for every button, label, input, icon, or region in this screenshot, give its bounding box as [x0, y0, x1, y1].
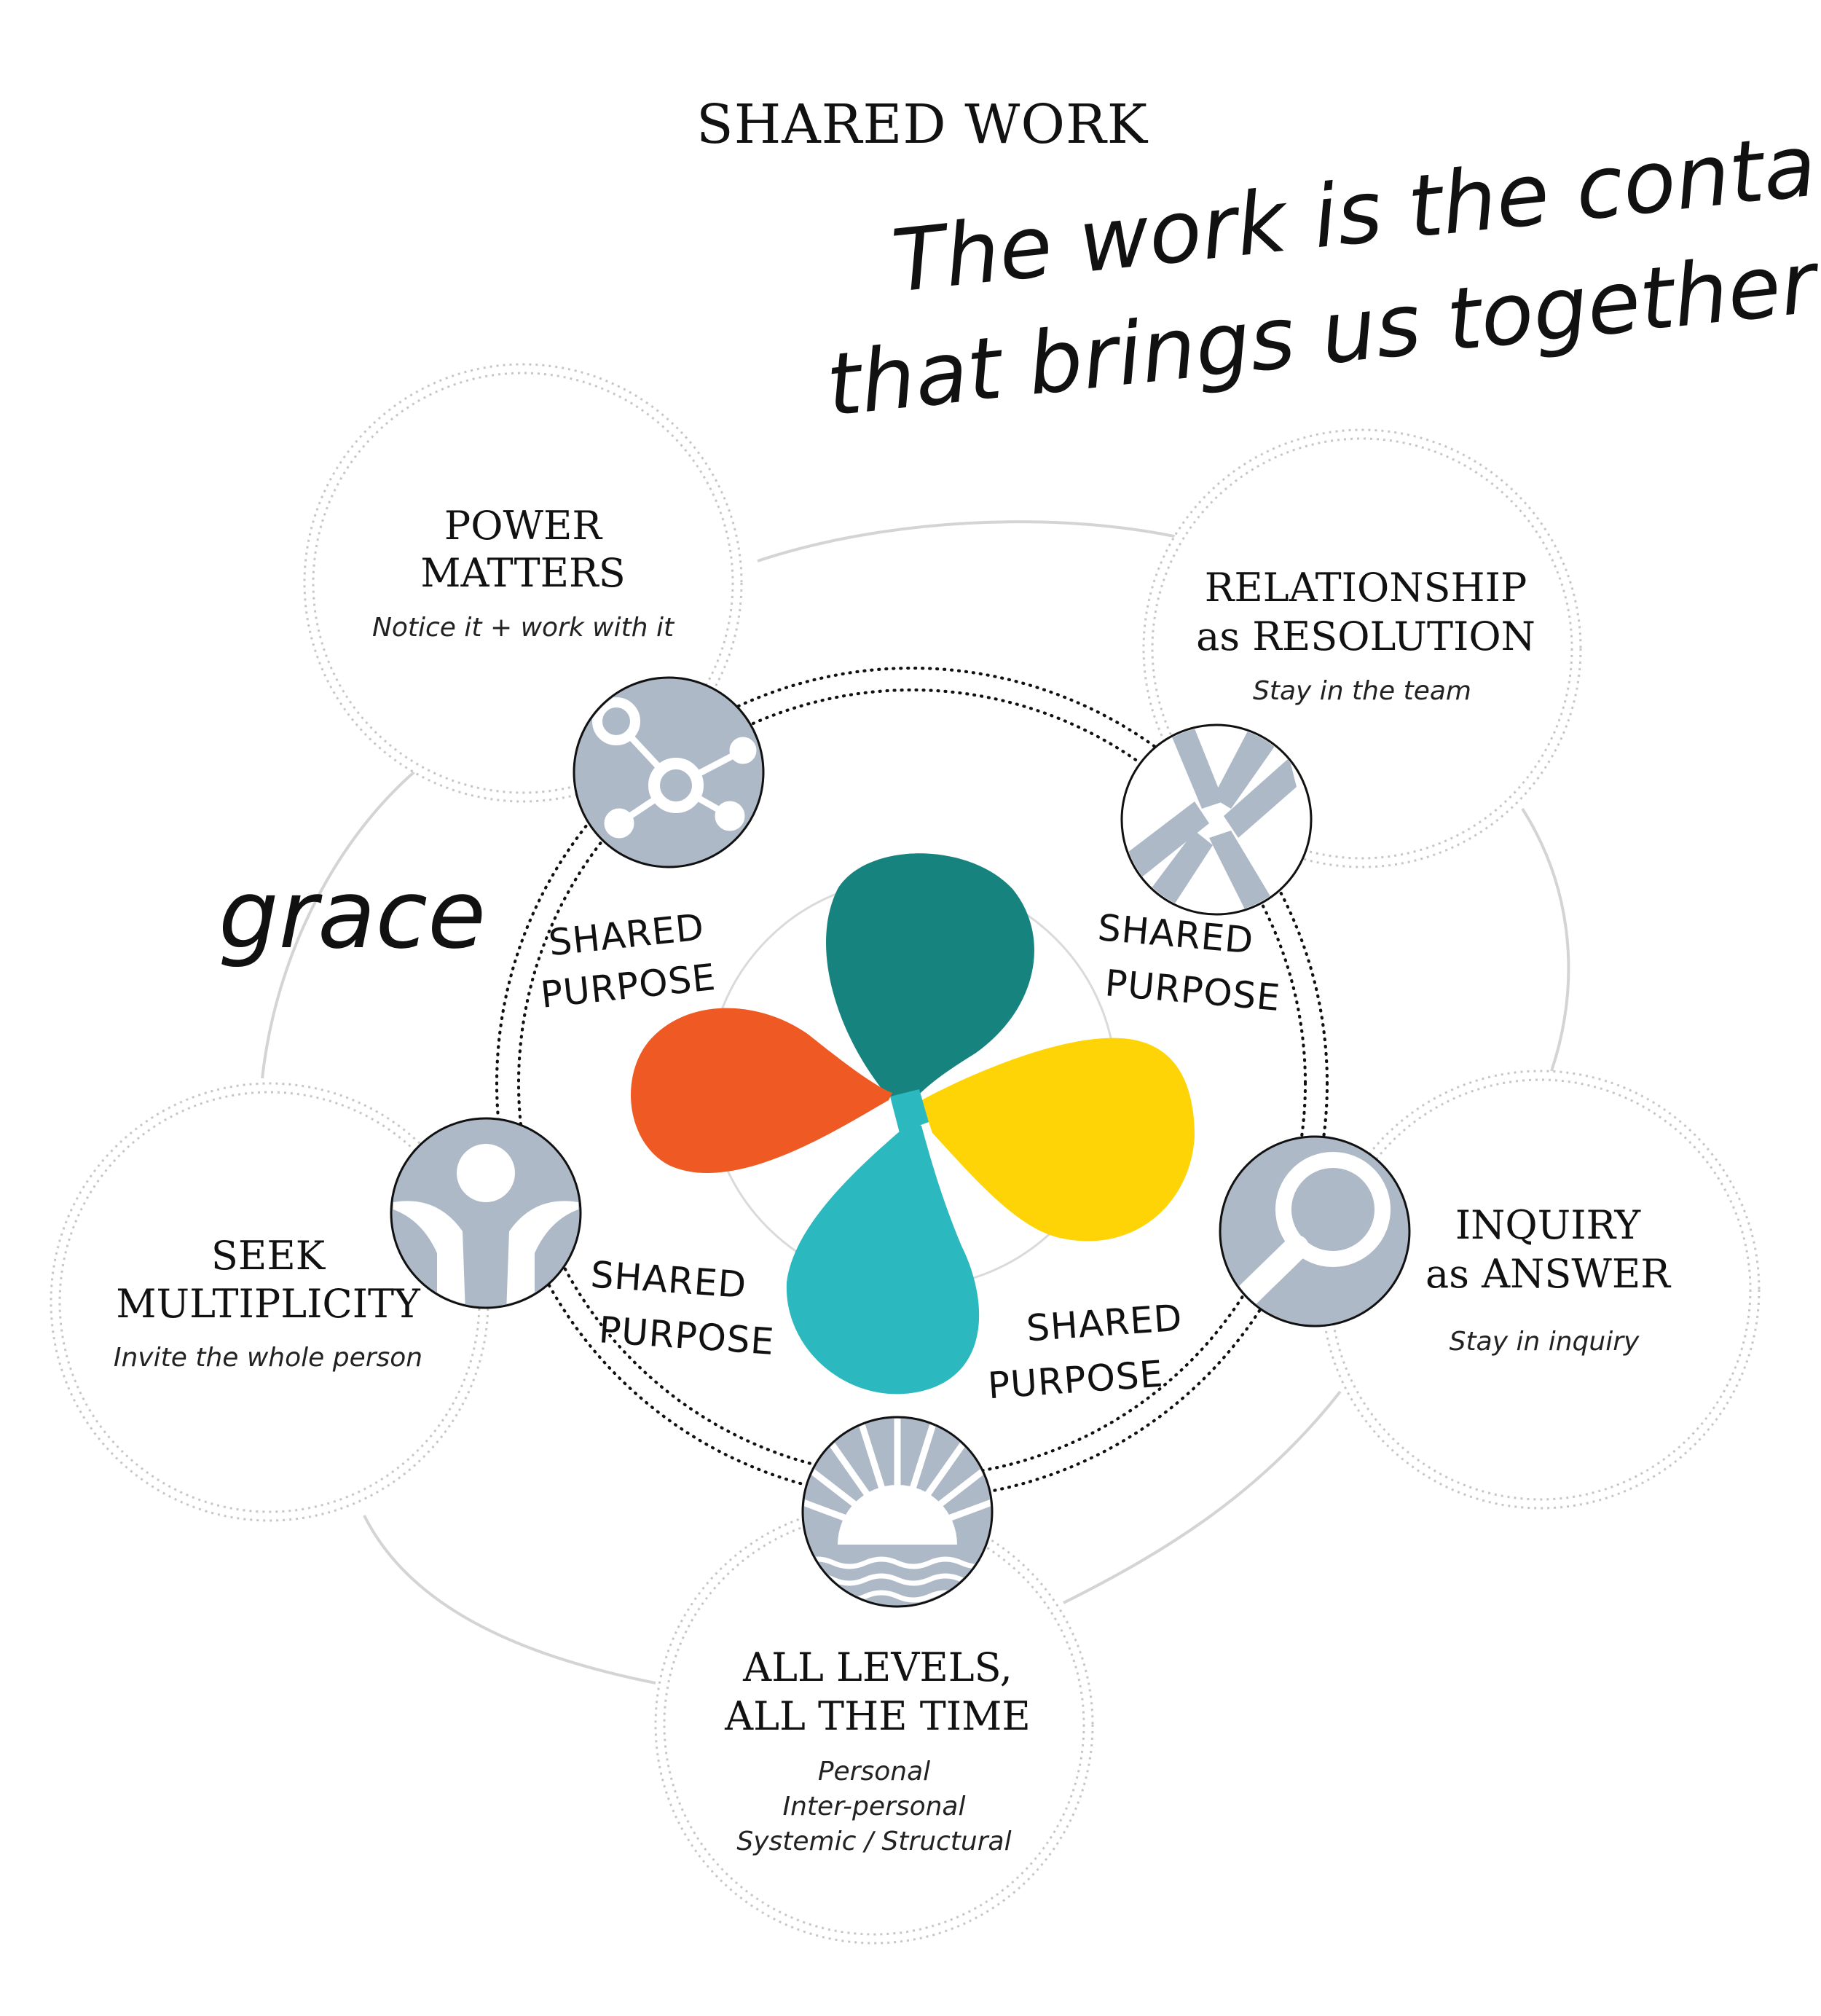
outer-dotted-ring-top — [495, 667, 1329, 1500]
petal-yellow — [921, 1038, 1195, 1242]
outer-connector-loop — [261, 520, 1570, 1684]
person-icon — [390, 1117, 582, 1309]
petal-cyan — [786, 1122, 980, 1395]
principle-inquiry-text: INQUIRY as ANSWER Stay in inquiry — [1425, 1202, 1671, 1357]
aperture-icon — [1120, 723, 1313, 916]
principle-subtitle: Stay in the team — [1253, 676, 1471, 706]
principle-heading: POWER — [444, 503, 603, 549]
principle-heading: as RESOLUTION — [1196, 613, 1535, 659]
network-nodes-icon — [573, 676, 765, 868]
magnifier-icon — [1219, 1135, 1411, 1327]
shared-purpose-label-top-left: SHARED PURPOSE — [538, 906, 717, 1016]
principle-heading: SEEK — [211, 1233, 326, 1279]
shared-purpose-line1: SHARED — [1025, 1297, 1184, 1350]
principle-heading: MULTIPLICITY — [116, 1281, 421, 1327]
propeller-hub — [890, 1089, 929, 1133]
principle-multiplicity-text: SEEK MULTIPLICITY Invite the whole perso… — [114, 1233, 422, 1373]
shared-purpose-line2: PURPOSE — [1104, 962, 1282, 1019]
shared-purpose-line2: PURPOSE — [986, 1353, 1165, 1408]
principle-heading: INQUIRY — [1455, 1202, 1642, 1248]
principle-subtitle: Stay in inquiry — [1450, 1327, 1640, 1357]
shared-purpose-line2: PURPOSE — [597, 1309, 776, 1363]
principle-subtitle: Inter-personal — [783, 1792, 966, 1821]
principle-heading: ALL LEVELS, — [742, 1644, 1012, 1690]
principle-levels-text: ALL LEVELS, ALL THE TIME Personal Inter-… — [724, 1644, 1031, 1856]
petal-orange — [631, 1008, 892, 1174]
shared-purpose-line1: SHARED — [546, 906, 706, 964]
principle-circle-inquiry — [1321, 1070, 1761, 1510]
page-title: SHARED WORK — [696, 93, 1149, 156]
shared-purpose-label-top-right: SHARED PURPOSE — [1096, 906, 1282, 1019]
petal-teal — [826, 853, 1034, 1107]
principle-heading: MATTERS — [420, 550, 625, 596]
shared-purpose-line1: SHARED — [1096, 906, 1256, 962]
principle-heading: as ANSWER — [1425, 1251, 1671, 1297]
shared-purpose-line1: SHARED — [589, 1253, 748, 1306]
handwritten-grace: grace — [219, 859, 486, 970]
shared-purpose-line2: PURPOSE — [538, 956, 717, 1016]
principle-heading: ALL THE TIME — [724, 1693, 1031, 1739]
principle-relationship-text: RELATIONSHIP as RESOLUTION Stay in the t… — [1196, 565, 1535, 706]
shared-purpose-label-bottom-left: SHARED PURPOSE — [589, 1253, 776, 1363]
principle-power-text: POWER MATTERS Notice it + work with it — [372, 503, 675, 643]
sunrise-icon — [801, 1416, 994, 1608]
principle-heading: RELATIONSHIP — [1205, 565, 1527, 611]
central-propeller — [631, 853, 1195, 1395]
principle-subtitle: Systemic / Structural — [736, 1827, 1011, 1856]
shared-purpose-label-bottom-right: SHARED PURPOSE — [986, 1297, 1184, 1408]
principle-subtitle: Notice it + work with it — [372, 613, 675, 643]
principle-subtitle: Personal — [818, 1757, 930, 1786]
principle-subtitle: Invite the whole person — [114, 1343, 422, 1373]
